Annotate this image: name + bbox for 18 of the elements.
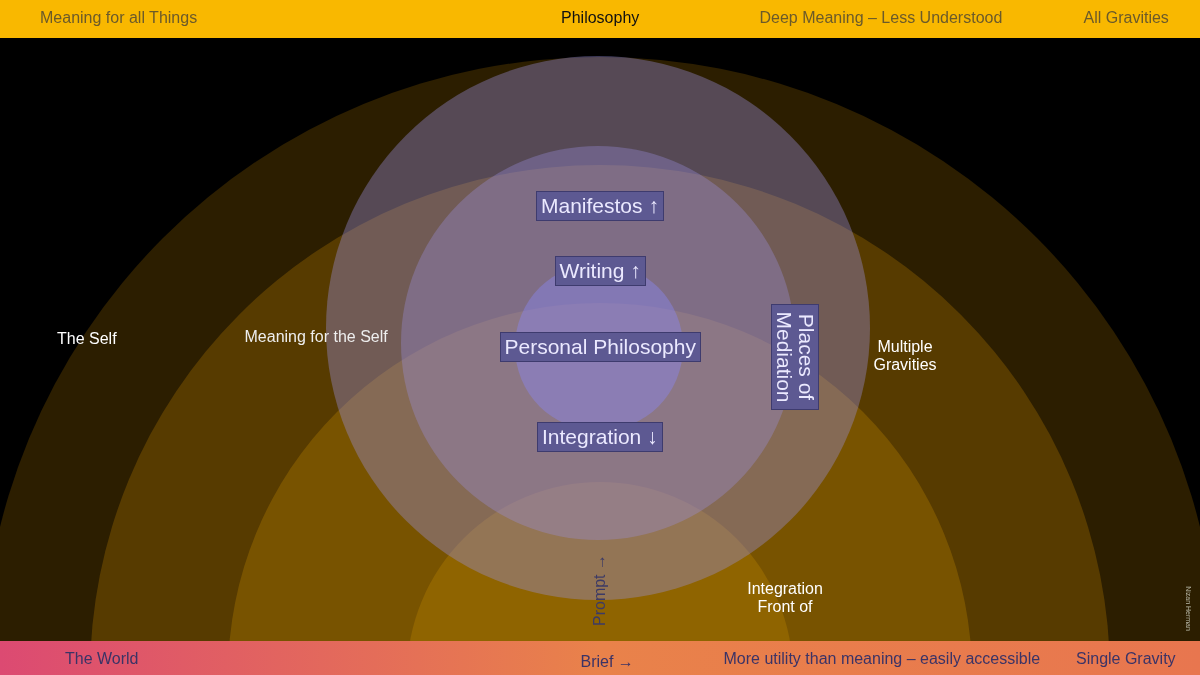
- zone-label: Multiple Gravities: [872, 338, 938, 374]
- zone-label: Meaning for the Self: [244, 328, 388, 346]
- zone-label: The Self: [57, 330, 117, 348]
- band-heading: All Gravities: [1083, 9, 1169, 27]
- band-heading: Brief →: [580, 653, 634, 671]
- label-box: Writing ↑: [554, 256, 646, 286]
- label-box: Manifestos ↑: [536, 191, 664, 221]
- band-heading: The World: [65, 650, 139, 668]
- zone-label: Integration Front of: [746, 580, 824, 616]
- band-heading: Deep Meaning – Less Understood: [759, 9, 1003, 27]
- label-box: Integration ↓: [537, 422, 663, 452]
- band-heading: Single Gravity: [1076, 650, 1176, 668]
- label-box: Places of Mediation: [771, 304, 819, 410]
- band-heading: More utility than meaning – easily accessible: [723, 650, 1041, 668]
- label-box: Personal Philosophy: [499, 332, 701, 362]
- band-heading: Meaning for all Things: [40, 9, 198, 27]
- axis-label: Prompt →: [591, 554, 609, 626]
- band-heading: Philosophy: [561, 9, 640, 27]
